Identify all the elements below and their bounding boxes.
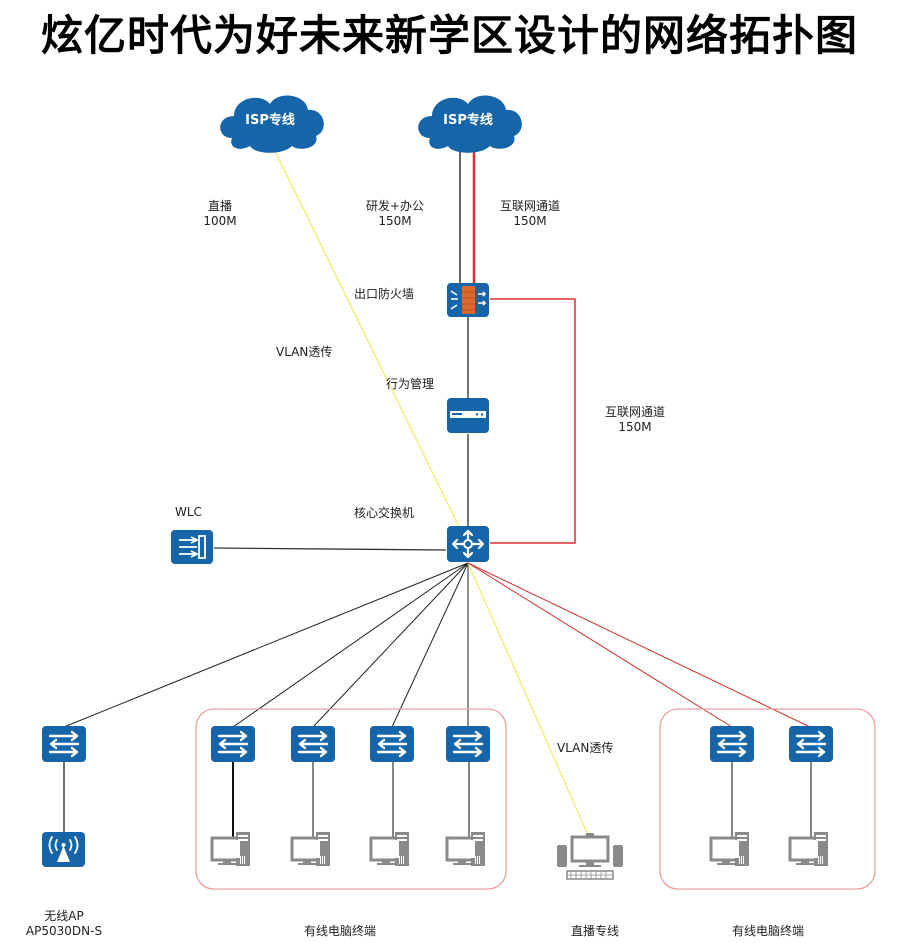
link-label-internet-top-name: 互联网通道 (499, 199, 560, 213)
firewall-label: 出口防火墙 (354, 287, 415, 301)
link-label-internet-top: 互联网通道 150M (490, 199, 570, 229)
link-label-office-name: 研发+办公 (365, 199, 425, 213)
links (63, 144, 812, 838)
link-firewall-core-red (490, 298, 576, 544)
switch-icon-group1-3 (368, 724, 416, 764)
vlan-label-lower: VLAN透传 (557, 741, 614, 755)
live-workstation-icon (557, 833, 623, 880)
link-label-internet-side-bandwidth: 150M (618, 420, 652, 434)
link-core-group2-sw2-red (467, 562, 811, 728)
wireless-ap-icon (42, 832, 85, 867)
ap-label-model: AP5030DN-S (25, 924, 103, 938)
core-switch-label: 核心交换机 (354, 506, 415, 520)
link-core-group1-sw1 (232, 562, 469, 728)
group-box-wired-1 (195, 708, 507, 890)
diagram-title: 炫亿时代为好未来新学区设计的网络拓扑图 (40, 11, 858, 60)
isp-cloud-2-label: ISP专线 (443, 112, 493, 128)
wlc-label: WLC (175, 505, 202, 519)
link-label-live-bandwidth: 100M (203, 214, 237, 228)
isp-cloud-2: ISP专线 (418, 95, 522, 153)
group-label-wired-2: 有线电脑终端 (731, 924, 804, 938)
isp-cloud-1: ISP专线 (220, 95, 324, 153)
pc-icon-group1-1 (210, 830, 252, 868)
link-label-office: 研发+办公 150M (355, 199, 435, 229)
link-core-live-yellow (467, 562, 589, 836)
link-isp1-core-yellow (271, 144, 469, 546)
switch-icon-ap (40, 724, 88, 764)
switch-icon-group2-2 (787, 724, 835, 764)
behavior-manager-label: 行为管理 (386, 377, 435, 391)
switch-icon-group1-1 (209, 724, 257, 764)
switch-icon-group2-1 (708, 724, 756, 764)
pc-icon-group2-1 (709, 830, 751, 868)
isp-cloud-1-label: ISP专线 (245, 112, 295, 128)
link-core-ap-switch (63, 562, 469, 728)
ap-label-name: 无线AP (44, 909, 84, 923)
link-core-group1-sw2 (312, 562, 469, 728)
pc-icon-group1-3 (369, 830, 411, 868)
wlc-icon (171, 530, 213, 564)
pc-icon-group1-2 (290, 830, 332, 868)
live-terminal-label: 直播专线 (570, 924, 619, 938)
link-core-group2-sw1-red (467, 562, 733, 728)
group-box-wired-2 (659, 708, 876, 890)
group-label-wired-1: 有线电脑终端 (303, 924, 376, 938)
switch-icon-group1-4 (444, 724, 492, 764)
vlan-label-upper: VLAN透传 (276, 345, 333, 359)
ap-label: 无线AP AP5030DN-S (14, 909, 114, 939)
link-label-live: 直播 100M (195, 199, 245, 229)
link-core-group1-sw3 (391, 562, 469, 728)
pc-icon-group2-2 (788, 830, 830, 868)
firewall-icon (447, 283, 489, 317)
link-label-internet-side: 互联网通道 150M (595, 405, 675, 435)
link-label-internet-top-bandwidth: 150M (513, 214, 547, 228)
link-label-internet-side-name: 互联网通道 (604, 405, 665, 419)
core-switch-icon (447, 526, 489, 562)
pc-icon-group1-4 (445, 830, 487, 868)
behavior-manager-icon (447, 398, 489, 433)
switch-icon-group1-2 (289, 724, 337, 764)
link-label-live-name: 直播 (207, 199, 232, 213)
link-label-office-bandwidth: 150M (378, 214, 412, 228)
link-wlc-core (213, 547, 447, 551)
